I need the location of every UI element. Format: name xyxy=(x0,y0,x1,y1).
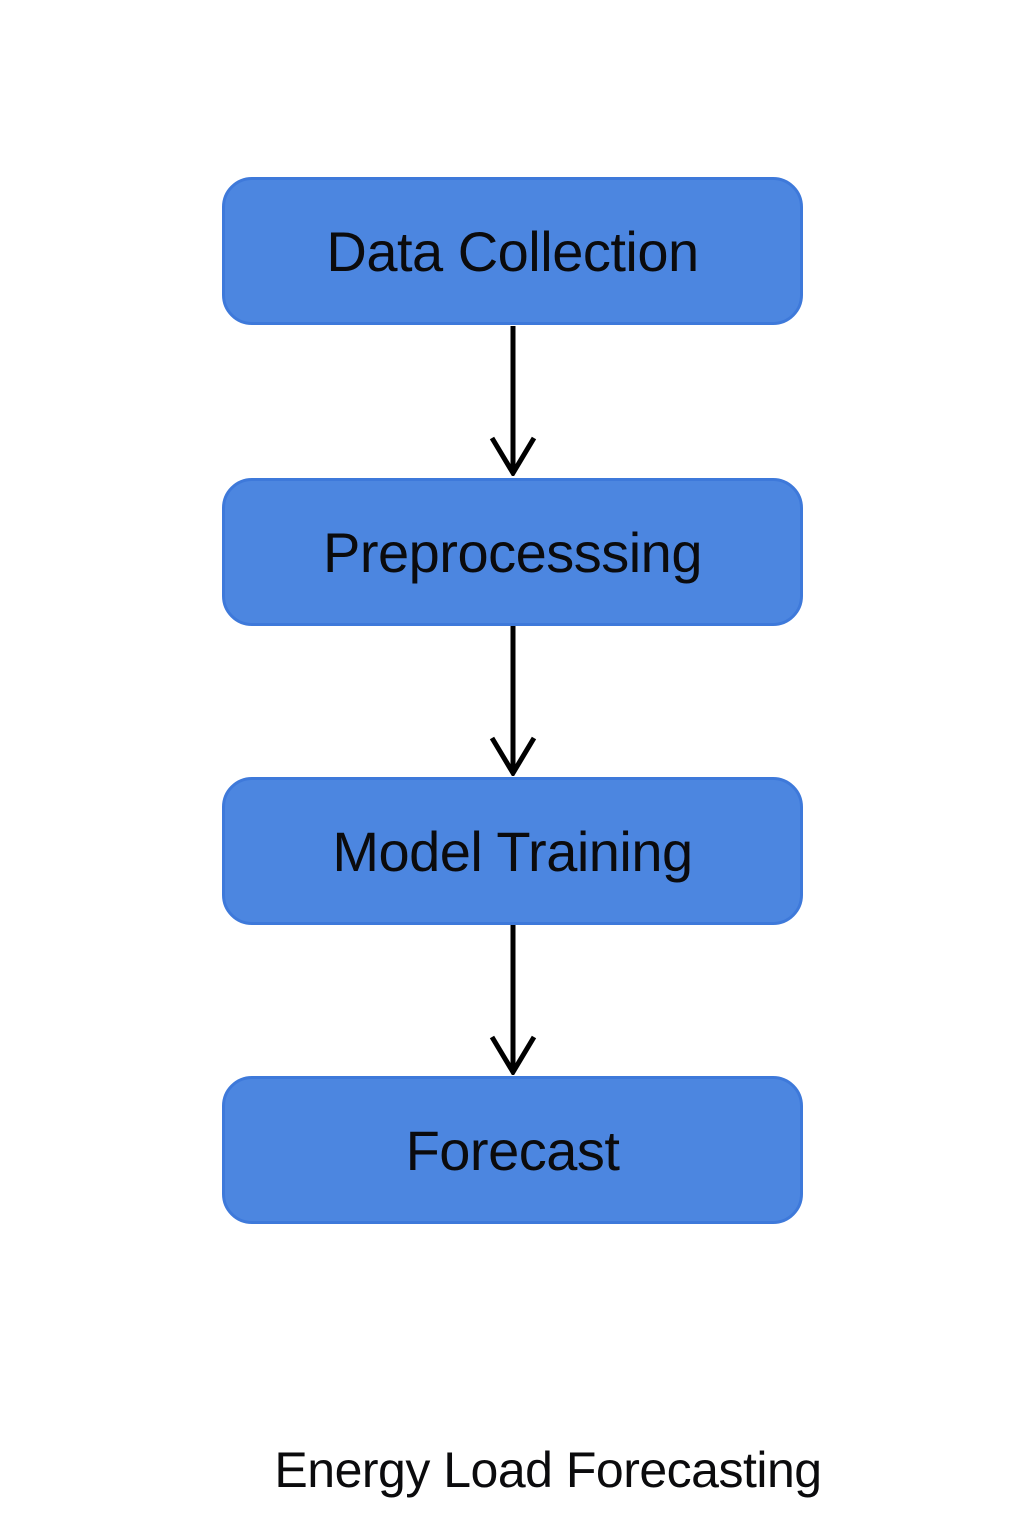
flow-arrow-down-icon xyxy=(489,326,537,476)
diagram-caption: Energy Load Forecasting xyxy=(274,1442,822,1498)
node-label-model-training: Model Training xyxy=(332,819,693,883)
flow-node-forecast: Forecast xyxy=(222,1076,803,1224)
node-label-data-collection: Data Collection xyxy=(326,219,699,283)
flow-node-model-training: Model Training xyxy=(222,777,803,925)
node-label-preprocessing: Preprocesssing xyxy=(323,520,702,584)
flow-node-data-collection: Data Collection xyxy=(222,177,803,325)
flow-node-preprocessing: Preprocesssing xyxy=(222,478,803,626)
flow-arrow-down-icon xyxy=(489,925,537,1075)
node-label-forecast: Forecast xyxy=(405,1118,620,1182)
flow-arrow-down-icon xyxy=(489,626,537,776)
